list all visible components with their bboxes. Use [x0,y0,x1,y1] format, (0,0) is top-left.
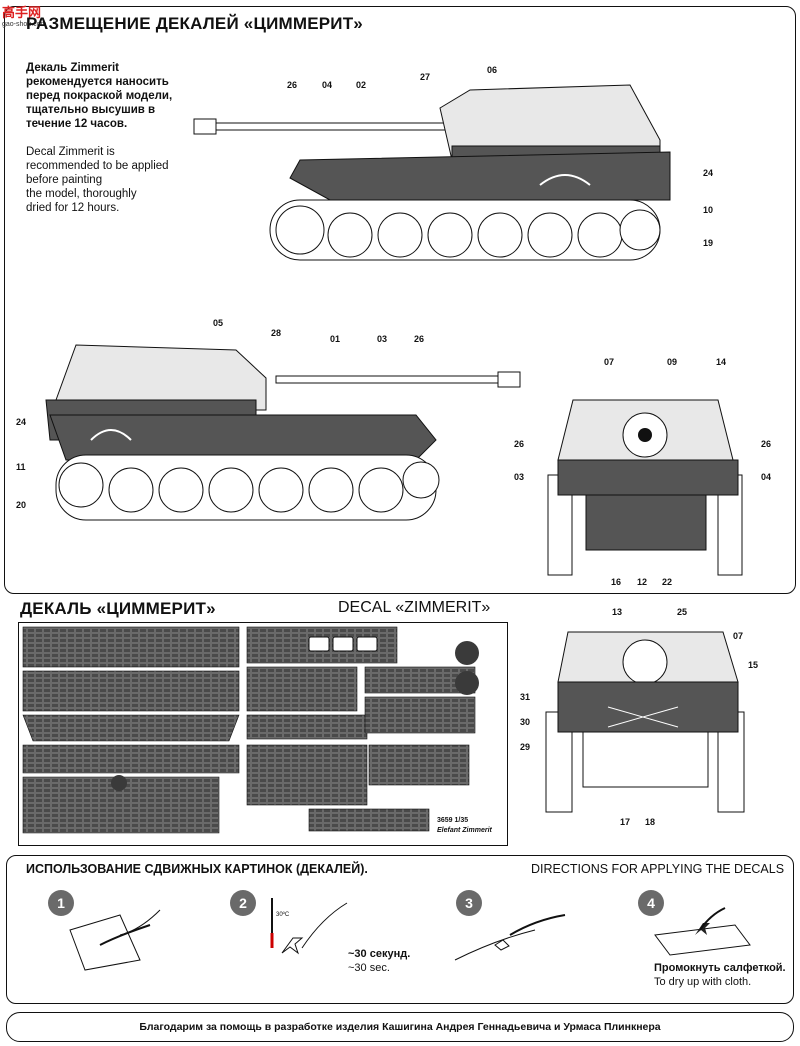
note-ru-line4: тщательно высушив в [26,104,156,116]
tank-front-view [547,399,743,576]
callout-04-b: 04 [761,472,772,482]
callout-10: 10 [703,205,714,215]
note-ru-line5: течение 12 часов. [26,118,128,130]
decal-title-ru: ДЕКАЛЬ «ЦИММЕРИТ» [20,599,216,618]
callout-01: 01 [330,334,341,344]
watermark-url: gao-shou.com [2,21,47,28]
decal-sheet-name: Elefant Zimmerit [437,827,492,834]
step-2-water-temp: 30ºC [276,912,290,918]
callout-07-b: 07 [733,631,744,641]
watermark-logo: 高手网 [2,5,42,20]
callout-07-a: 07 [604,357,615,367]
page-title: РАЗМЕЩЕНИЕ ДЕКАЛЕЙ «ЦИММЕРИТ» [26,14,363,33]
callout-15: 15 [748,660,759,670]
decal-sheet-pattern [22,626,479,834]
callout-22: 22 [662,577,673,587]
note-en-line2: recommended to be applied [26,160,169,172]
callout-25: 25 [677,607,688,617]
note-ru-line3: перед покраской модели, [26,90,173,102]
callout-17: 17 [620,817,631,827]
callout-11: 11 [16,462,26,472]
step-2-caption-ru: ~30 секунд. [348,948,411,960]
callout-28: 28 [271,328,282,338]
step-2-caption-en: ~30 sec. [348,962,390,974]
step-3-illustration [454,914,566,961]
callout-18: 18 [645,817,656,827]
decal-sheet-code: 3659 1/35 [437,817,469,824]
callout-04-a: 04 [322,80,333,90]
callout-24-a: 24 [703,168,714,178]
directions-title-en: DIRECTIONS FOR APPLYING THE DECALS [531,862,785,876]
note-en-line1: Decal Zimmerit is [26,146,115,158]
note-en-line3: before painting [26,174,103,186]
callout-05: 05 [213,318,224,328]
site-watermark: 高手网 gao-shou.com [2,2,46,28]
step-4-illustration [654,907,751,956]
callout-12: 12 [637,577,648,587]
tank-side-view-left [193,84,671,261]
decal-title-en: DECAL «ZIMMERIT» [338,599,491,616]
callout-30: 30 [520,717,531,727]
note-ru-line2: рекомендуется наносить [26,76,169,88]
note-en-line5: dried for 12 hours. [26,202,120,214]
step-4-caption-ru: Промокнуть салфеткой. [654,962,786,974]
callout-13: 13 [612,607,623,617]
callout-29: 29 [520,742,531,752]
step-1-illustration [69,909,161,971]
tank-side-view-right [45,344,521,521]
tank-rear-view [545,631,745,813]
note-english: Decal Zimmerit is recommended to be appl… [26,145,196,215]
callout-26-d: 26 [761,439,772,449]
callout-24-b: 24 [16,417,27,427]
callout-19: 19 [703,238,714,248]
step-4-number: 4 [638,890,664,916]
acknowledgement-footer: Благодарим за помощь в разработке издели… [6,1012,794,1042]
step-3-number: 3 [456,890,482,916]
step-1-number: 1 [48,890,74,916]
decal-sheet: 3659 1/35 Elefant Zimmerit [18,622,508,846]
callout-26-b: 26 [414,334,425,344]
step-2-illustration [270,898,348,955]
callout-26-a: 26 [287,80,298,90]
callout-14: 14 [716,357,727,367]
callout-03-a: 03 [377,334,388,344]
callout-06: 06 [487,65,498,75]
callout-27: 27 [420,72,431,82]
directions-title-ru: ИСПОЛЬЗОВАНИЕ СДВИЖНЫХ КАРТИНОК (ДЕКАЛЕЙ… [26,862,368,876]
step-4-caption-en: To dry up with cloth. [654,976,752,988]
callout-31: 31 [520,692,531,702]
callout-20: 20 [16,500,27,510]
note-russian: Декаль Zimmerit рекомендуется наносить п… [26,61,196,131]
callout-09: 09 [667,357,678,367]
callout-02: 02 [356,80,367,90]
step-2-number: 2 [230,890,256,916]
callout-16: 16 [611,577,622,587]
callout-26-c: 26 [514,439,525,449]
note-en-line4: the model, thoroughly [26,188,137,200]
note-ru-line1: Декаль Zimmerit [26,62,120,74]
callout-03-b: 03 [514,472,525,482]
